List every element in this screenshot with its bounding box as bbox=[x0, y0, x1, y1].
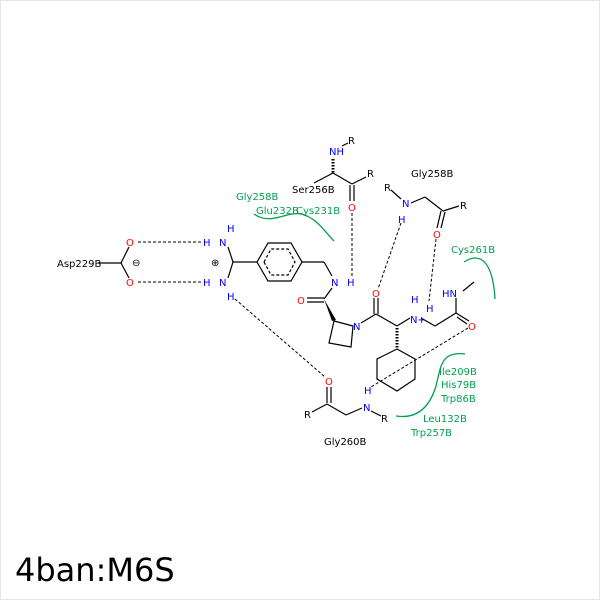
atom-label: R bbox=[460, 201, 467, 212]
hydrophobic-ile209b: Ile209B bbox=[439, 367, 477, 378]
atom-label: R bbox=[348, 136, 355, 147]
atom-label: O bbox=[126, 278, 134, 289]
atom-label: R bbox=[304, 410, 311, 421]
hydrophobic-arc-bottom bbox=[395, 353, 466, 418]
atom-labels: O O ⊖ ⊕ H N H H N H N H O N O N+ H H HN … bbox=[126, 136, 476, 425]
atom-label: O bbox=[468, 322, 476, 333]
atom-label: N bbox=[219, 238, 226, 249]
hydrogen-bonds bbox=[138, 213, 469, 388]
atom-label: N bbox=[402, 199, 409, 210]
atom-label: ⊕ bbox=[211, 258, 219, 269]
atom-label: N+ bbox=[410, 315, 426, 326]
diagram-title: 4ban:M6S bbox=[15, 551, 175, 589]
atom-label: NH bbox=[329, 147, 344, 158]
atom-label: O bbox=[126, 238, 134, 249]
atom-label: O bbox=[372, 289, 380, 300]
hydrophobic-cys231b: Cys231B bbox=[296, 206, 340, 217]
atom-label: H bbox=[364, 386, 372, 397]
hydrophobic-arc-right bbox=[463, 257, 496, 300]
atom-label: ⊖ bbox=[132, 258, 140, 269]
atom-label: O bbox=[348, 203, 356, 214]
atom-label: N bbox=[219, 278, 226, 289]
atom-label: HN bbox=[442, 289, 457, 300]
residue-asp229b: Asp229B bbox=[57, 259, 101, 270]
atom-label: H bbox=[203, 278, 211, 289]
atom-label: R bbox=[384, 183, 391, 194]
ligand-bonds bbox=[98, 142, 475, 417]
atom-label: H bbox=[203, 238, 211, 249]
atom-label: H bbox=[227, 224, 235, 235]
atom-label: R bbox=[381, 414, 388, 425]
hydrophobic-gly258b: Gly258B bbox=[236, 192, 279, 203]
atom-label: O bbox=[433, 230, 441, 241]
hydrophobic-trp257b: Trp257B bbox=[410, 428, 452, 439]
hydrophobic-arc-top bbox=[253, 212, 335, 242]
residue-ser256b: Ser256B bbox=[292, 185, 335, 196]
residue-gly260b: Gly260B bbox=[324, 437, 367, 448]
atom-label: N bbox=[363, 403, 370, 414]
atom-label: N bbox=[353, 322, 360, 333]
atom-label: H bbox=[227, 292, 235, 303]
hydrophobic-trp86b: Trp86B bbox=[440, 394, 476, 405]
hydrophobic-cys261b: Cys261B bbox=[451, 245, 495, 256]
hydrophobic-his79b: His79B bbox=[441, 380, 476, 391]
hydrophobic-glu232b: Glu232B bbox=[256, 206, 299, 217]
atom-label: H bbox=[347, 278, 355, 289]
atom-label: O bbox=[297, 296, 305, 307]
atom-label: O bbox=[325, 377, 333, 388]
atom-label: H bbox=[398, 215, 406, 226]
atom-label: H bbox=[411, 295, 419, 306]
atom-label: N bbox=[331, 278, 338, 289]
atom-label: R bbox=[367, 169, 374, 180]
atom-label: H bbox=[426, 304, 434, 315]
residue-gly258b: Gly258B bbox=[411, 169, 454, 180]
hydrophobic-leu132b: Leu132B bbox=[423, 414, 467, 425]
